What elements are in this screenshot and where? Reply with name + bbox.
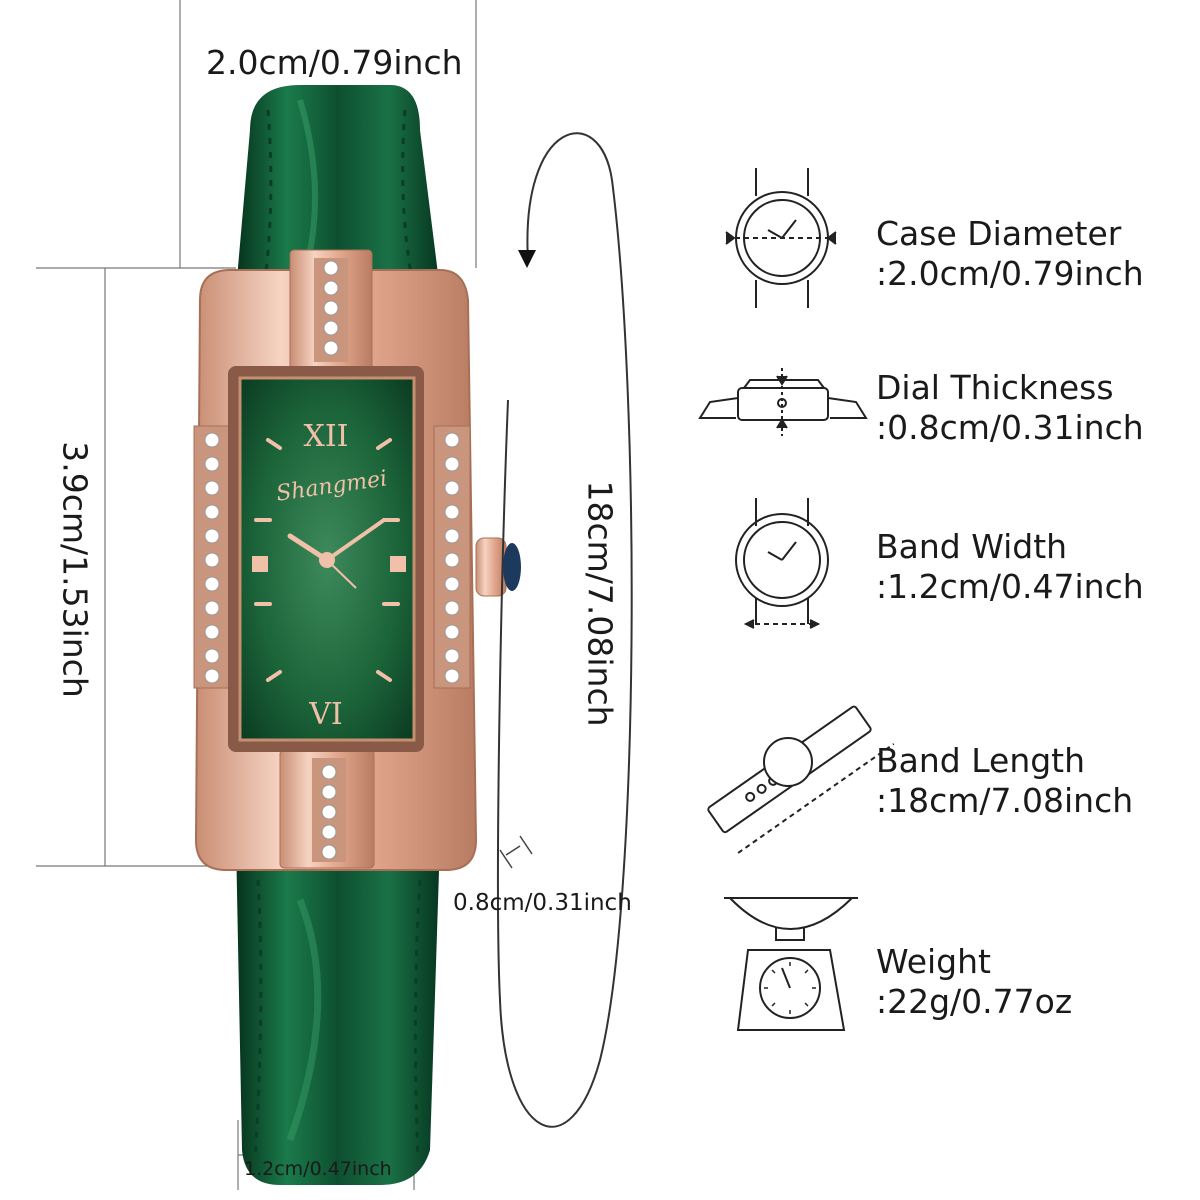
band-length-icon: [707, 705, 895, 854]
spec-title: Weight: [876, 942, 991, 981]
scale-icon: [724, 897, 858, 1031]
arrow-head: [518, 250, 536, 268]
band-width-icon: [735, 498, 829, 629]
spec-value: :22g/0.77oz: [876, 982, 1073, 1021]
case-height-label: 3.9cm/1.53inch: [55, 441, 95, 698]
spec-value: :18cm/7.08inch: [876, 781, 1134, 820]
svg-text:XII: XII: [303, 419, 348, 454]
spec-value: :1.2cm/0.47inch: [876, 567, 1144, 606]
spec-weight: Weight :22g/0.77oz: [876, 942, 1072, 1022]
band-length-oval: [496, 132, 633, 1128]
spec-title: Dial Thickness: [876, 368, 1114, 407]
thickness-marker: [499, 835, 533, 869]
thickness-label: 0.8cm/0.31inch: [453, 890, 632, 916]
watch-dial: [228, 366, 424, 752]
spec-title: Band Width: [876, 527, 1068, 566]
watch-diameter-icon: [725, 168, 837, 308]
spec-case-diameter: Case Diameter :2.0cm/0.79inch: [876, 214, 1144, 294]
svg-text:VI: VI: [308, 697, 343, 732]
case-width-label: 2.0cm/0.79inch: [206, 43, 463, 82]
dimension-guides: [36, 0, 477, 1190]
band-length-label: 18cm/7.08inch: [580, 480, 620, 727]
dial-thickness-icon: [698, 368, 868, 436]
spec-band-length: Band Length :18cm/7.08inch: [876, 741, 1133, 821]
strap-bottom: [236, 840, 440, 1185]
spec-value: :2.0cm/0.79inch: [876, 254, 1144, 293]
spec-dial-thickness: Dial Thickness :0.8cm/0.31inch: [876, 368, 1144, 448]
spec-title: Case Diameter: [876, 214, 1122, 253]
spec-value: :0.8cm/0.31inch: [876, 408, 1144, 447]
spec-band-width: Band Width :1.2cm/0.47inch: [876, 527, 1144, 607]
band-width-label: 1.2cm/0.47inch: [244, 1158, 392, 1180]
spec-title: Band Length: [876, 741, 1086, 780]
diamonds: [204, 260, 460, 860]
